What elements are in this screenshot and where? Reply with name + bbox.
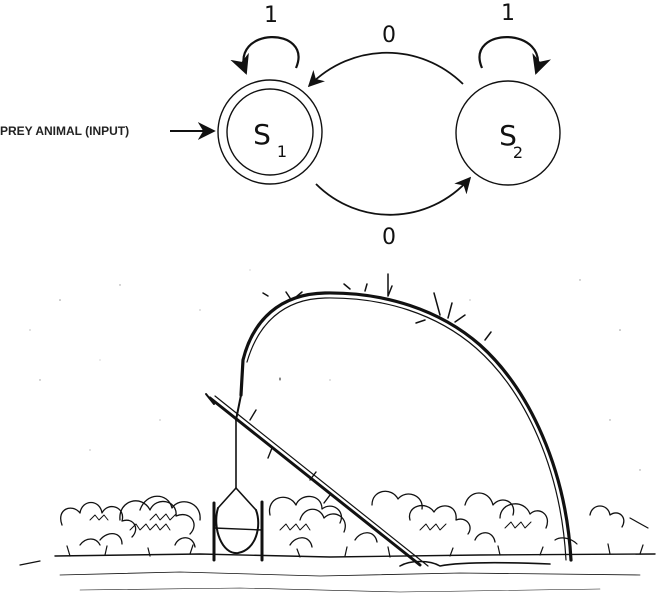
state-s2-name: S: [499, 119, 517, 152]
bent-sapling: [239, 273, 573, 562]
undergrowth: [60, 490, 625, 548]
state-s1: S 1: [217, 79, 323, 185]
transition-s1-self-loop: [230, 36, 300, 75]
transition-s2-self-label: 1: [501, 1, 515, 26]
snare-trap-illustration: [19, 269, 656, 593]
input-label: PREY ANIMAL (INPUT): [0, 124, 129, 138]
transition-s2-to-s1-arc: [307, 51, 464, 88]
snare-line: [217, 394, 257, 511]
state-s2-subscript: 2: [513, 143, 523, 162]
state-s2-ring: [455, 80, 561, 186]
transition-s1-self-label: 1: [264, 3, 278, 28]
ground: [19, 517, 656, 593]
state-s2: S 2: [455, 80, 561, 186]
state-machine: PREY ANIMAL (INPUT) S 1 S 2 1 1 0 0: [0, 1, 561, 250]
transition-s1-to-s2-arc: [315, 176, 472, 216]
snare-noose: [212, 500, 264, 562]
transition-s2-self-loop: [478, 36, 552, 75]
state-s1-subscript: 1: [277, 142, 287, 161]
ground-speckles: [29, 269, 641, 471]
transition-s1-to-s2-label: 0: [382, 225, 396, 250]
trigger-stick: [205, 393, 429, 567]
state-s1-name: S: [253, 118, 271, 151]
state-s1-inner-ring: [226, 88, 314, 176]
transition-s2-to-s1-label: 0: [382, 23, 396, 48]
